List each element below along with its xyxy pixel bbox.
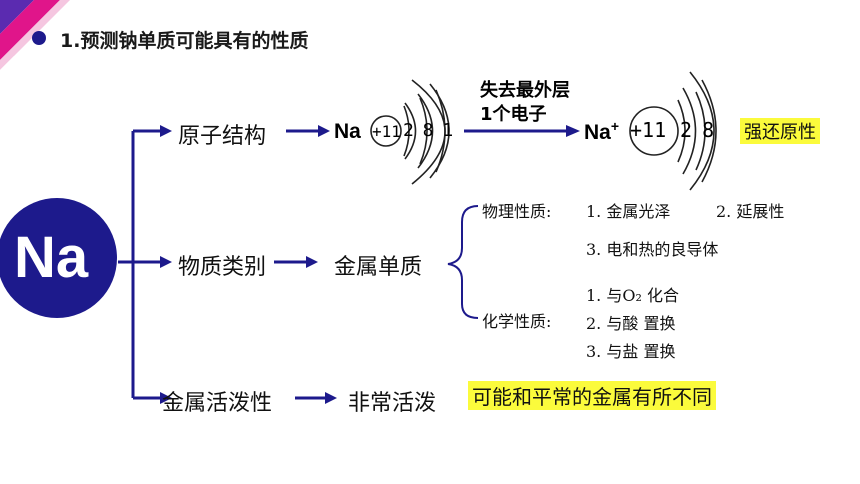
ion-note: 强还原性 — [740, 118, 820, 144]
physical-item-2: 2. 延展性 — [716, 202, 785, 221]
arrow-label-line2: 1个电子 — [480, 104, 547, 125]
sodium-circle — [0, 198, 117, 318]
center-symbol: Na — [14, 225, 89, 290]
atom-nucleus: +11 — [372, 122, 401, 141]
branch-activity-label: 金属活泼性 — [162, 391, 273, 416]
ion-charge: + — [610, 118, 620, 134]
ion-element: Na — [584, 121, 611, 144]
physical-item-3: 3. 电和热的良导体 — [586, 240, 719, 259]
title-bullet-icon — [32, 31, 46, 45]
property-brace — [447, 205, 479, 319]
page-title: 1.预测钠单质可能具有的性质 — [60, 30, 309, 52]
physical-item-1: 1. 金属光泽 — [586, 202, 671, 221]
chemical-item-2: 2. 与酸 置换 — [586, 314, 676, 333]
chemical-label: 化学性质: — [482, 312, 552, 331]
atom-symbol: Na — [334, 120, 361, 143]
branch-category-label: 物质类别 — [178, 255, 267, 280]
ion-electrons: 2 8 — [680, 118, 714, 142]
category-result: 金属单质 — [334, 255, 423, 280]
activity-note: 可能和平常的金属有所不同 — [468, 381, 716, 410]
arrow-label-line1: 失去最外层 — [480, 80, 570, 101]
branch-structure-label: 原子结构 — [178, 124, 267, 149]
atom-electrons: 2 8 1 — [403, 120, 453, 141]
ion-symbol: Na+ — [584, 118, 619, 145]
ion-nucleus: +11 — [630, 118, 667, 142]
chemical-item-3: 3. 与盐 置换 — [586, 342, 676, 361]
physical-label: 物理性质: — [482, 202, 552, 221]
atom-shells — [370, 79, 450, 185]
ion-shells — [629, 71, 717, 191]
activity-result: 非常活泼 — [348, 391, 437, 416]
chemical-item-1: 1. 与O₂ 化合 — [586, 286, 679, 305]
